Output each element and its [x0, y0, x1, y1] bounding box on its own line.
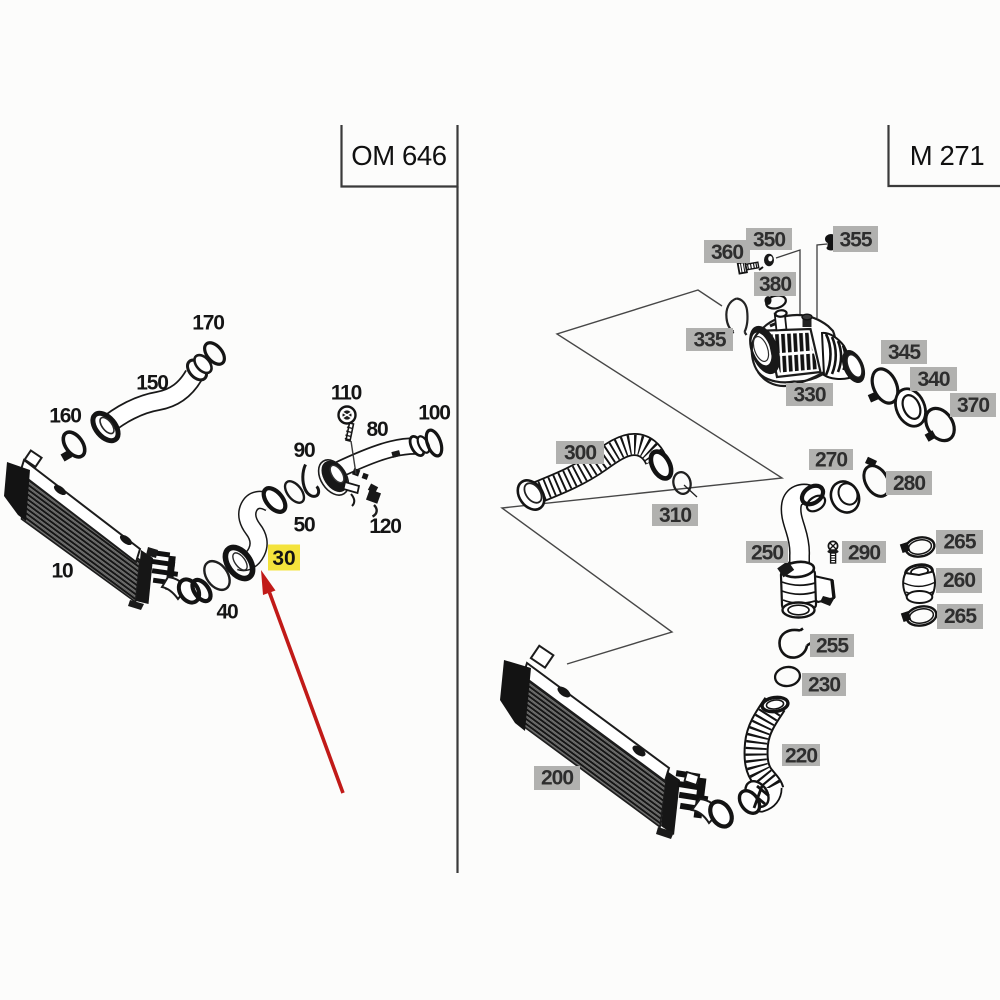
- svg-text:290: 290: [848, 542, 880, 565]
- svg-text:100: 100: [418, 402, 450, 425]
- svg-text:355: 355: [839, 229, 872, 252]
- svg-text:50: 50: [294, 514, 315, 537]
- svg-text:170: 170: [192, 312, 224, 335]
- svg-text:260: 260: [943, 569, 975, 592]
- svg-text:330: 330: [793, 384, 825, 407]
- svg-text:80: 80: [367, 418, 388, 441]
- svg-text:380: 380: [759, 273, 791, 296]
- svg-text:OM 646: OM 646: [351, 140, 447, 171]
- svg-text:110: 110: [331, 382, 362, 405]
- svg-text:160: 160: [49, 405, 81, 428]
- svg-text:335: 335: [693, 329, 726, 352]
- svg-text:350: 350: [753, 229, 785, 252]
- svg-text:360: 360: [711, 241, 743, 264]
- svg-text:220: 220: [785, 745, 817, 768]
- svg-text:280: 280: [893, 472, 925, 495]
- svg-text:345: 345: [888, 341, 921, 364]
- svg-text:90: 90: [294, 439, 315, 462]
- svg-text:255: 255: [816, 635, 849, 658]
- svg-text:120: 120: [369, 515, 401, 538]
- svg-text:M 271: M 271: [910, 140, 984, 171]
- svg-text:300: 300: [564, 442, 596, 465]
- svg-text:310: 310: [659, 504, 691, 527]
- svg-text:150: 150: [136, 372, 168, 395]
- svg-text:250: 250: [751, 542, 783, 565]
- svg-text:200: 200: [541, 767, 573, 790]
- svg-text:230: 230: [808, 674, 840, 697]
- svg-text:40: 40: [217, 601, 238, 624]
- svg-text:340: 340: [917, 368, 949, 391]
- svg-text:370: 370: [957, 394, 989, 417]
- svg-text:265: 265: [944, 605, 977, 628]
- svg-text:265: 265: [943, 531, 976, 554]
- svg-text:270: 270: [815, 449, 847, 472]
- svg-text:30: 30: [272, 547, 295, 570]
- svg-text:10: 10: [52, 560, 73, 583]
